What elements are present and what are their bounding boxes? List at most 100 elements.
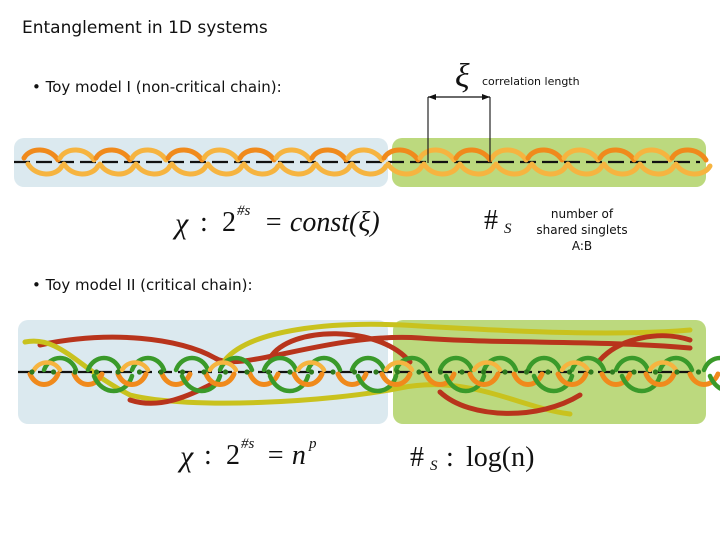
lattice-site-dot xyxy=(93,369,100,375)
toy-model-2-label: • Toy model II (critical chain): xyxy=(32,276,253,294)
chi-symbol-2: χ xyxy=(180,440,194,473)
singlet-arc-upper xyxy=(633,147,673,163)
non-critical-chain xyxy=(14,147,713,177)
shared-label-line-2: shared singlets xyxy=(536,223,628,238)
singlet-arc-upper xyxy=(345,147,385,163)
lattice-site-dot xyxy=(674,369,680,375)
lattice-site-dot xyxy=(308,369,315,375)
long-range-bond-red-4 xyxy=(597,333,693,363)
singlet-arc-upper xyxy=(309,147,349,163)
lattice-site-dot xyxy=(502,369,508,375)
short-bond-orange xyxy=(423,371,457,387)
long-range-bond-yellow xyxy=(22,338,573,417)
lattice-site-dot xyxy=(545,369,551,375)
singlet-arc-upper xyxy=(669,147,709,163)
singlet-arc-lower xyxy=(637,161,677,177)
short-bond-green-lower xyxy=(443,373,487,394)
formula-2-rhs: = n xyxy=(266,440,306,471)
short-bond-green-lower xyxy=(707,373,720,391)
singlet-arc-lower xyxy=(61,161,101,177)
lattice-site-dot xyxy=(416,369,422,375)
short-bond-green-lower xyxy=(179,373,223,394)
singlet-arc-upper xyxy=(201,147,241,163)
short-bond-orange xyxy=(379,371,413,387)
singlet-arc-lower xyxy=(313,161,353,177)
singlet-arc-lower xyxy=(673,161,713,177)
chi-symbol-1: χ xyxy=(175,207,189,240)
lattice-site-dot xyxy=(201,369,207,375)
short-bond-orange-light xyxy=(471,360,503,373)
short-bond-green xyxy=(393,355,431,373)
singlet-arc-upper xyxy=(165,147,205,163)
short-bond-green xyxy=(437,355,475,373)
singlet-arc-upper xyxy=(561,147,601,163)
singlet-arc-lower xyxy=(601,161,641,177)
lattice-site-dot xyxy=(29,369,35,375)
lattice-site-dot xyxy=(72,369,78,375)
lattice-site-dot xyxy=(158,369,164,375)
short-bond-orange xyxy=(467,371,501,387)
short-bond-orange xyxy=(687,371,720,387)
critical-chain xyxy=(18,321,720,417)
formula-2-base: 2 xyxy=(226,440,240,471)
singlet-arc-lower xyxy=(385,161,425,177)
singlet-arc-upper xyxy=(489,147,529,163)
short-bond-green xyxy=(129,355,167,373)
short-bond-orange-light xyxy=(119,360,151,373)
short-bond-orange xyxy=(335,371,369,387)
formula-1-exponent: #s xyxy=(237,203,251,219)
singlet-arc-upper xyxy=(453,147,493,163)
short-bond-green xyxy=(657,355,695,373)
singlet-arc-upper xyxy=(129,147,169,163)
short-bond-green xyxy=(173,355,211,373)
short-bond-orange xyxy=(247,371,281,387)
short-bond-green-lower xyxy=(267,373,311,394)
singlet-arc-upper xyxy=(417,147,457,163)
short-bond-orange-light xyxy=(647,360,679,373)
short-bond-green xyxy=(613,355,651,373)
lattice-site-dot xyxy=(179,369,186,375)
short-bond-green xyxy=(701,355,720,373)
short-bond-orange-light xyxy=(383,360,415,373)
singlet-arc-lower xyxy=(97,161,137,177)
lattice-site-dot xyxy=(351,369,358,375)
lattice-site-dot xyxy=(652,369,659,375)
short-bond-orange xyxy=(203,371,237,387)
singlet-arc-lower xyxy=(349,161,389,177)
lattice-site-dot xyxy=(136,369,143,375)
lattice-site-dot xyxy=(437,369,444,375)
short-bond-green xyxy=(217,355,255,373)
lattice-site-dot xyxy=(330,369,336,375)
chi-colon-1: : xyxy=(200,207,208,238)
singlet-arc-upper xyxy=(93,147,133,163)
short-bond-orange-light xyxy=(559,360,591,373)
short-bond-orange xyxy=(643,371,677,387)
correlation-length-label: correlation length xyxy=(482,75,580,88)
shared-count-subscript-1: S xyxy=(504,221,512,237)
shared-count-colon-2: : xyxy=(446,442,454,473)
singlet-arc-lower xyxy=(277,161,317,177)
singlet-arc-lower xyxy=(493,161,533,177)
lattice-site-dot xyxy=(222,369,229,375)
short-bond-orange xyxy=(599,371,633,387)
singlet-arc-upper xyxy=(237,147,277,163)
formula-1-base: 2 xyxy=(222,207,236,238)
lattice-site-dot xyxy=(265,369,272,375)
long-range-bond-red-5 xyxy=(127,382,213,406)
short-bond-green xyxy=(481,355,519,373)
short-bond-orange xyxy=(291,371,325,387)
lattice-site-dot xyxy=(394,369,401,375)
singlet-arc-upper xyxy=(525,147,565,163)
singlet-arc-lower xyxy=(205,161,245,177)
lattice-site-dot xyxy=(50,369,57,375)
long-range-bond-yellow-2 xyxy=(222,321,693,363)
short-bond-green xyxy=(261,355,299,373)
lattice-site-dot xyxy=(588,369,594,375)
shared-count-symbol-1: # xyxy=(484,205,498,236)
long-range-bond-red-2 xyxy=(267,331,413,365)
shared-label-line-1: number of xyxy=(550,207,614,221)
log-n-formula: log(n) xyxy=(466,442,535,473)
short-bond-orange xyxy=(27,371,61,387)
short-bond-orange xyxy=(71,371,105,387)
short-bond-green-lower xyxy=(91,373,135,394)
